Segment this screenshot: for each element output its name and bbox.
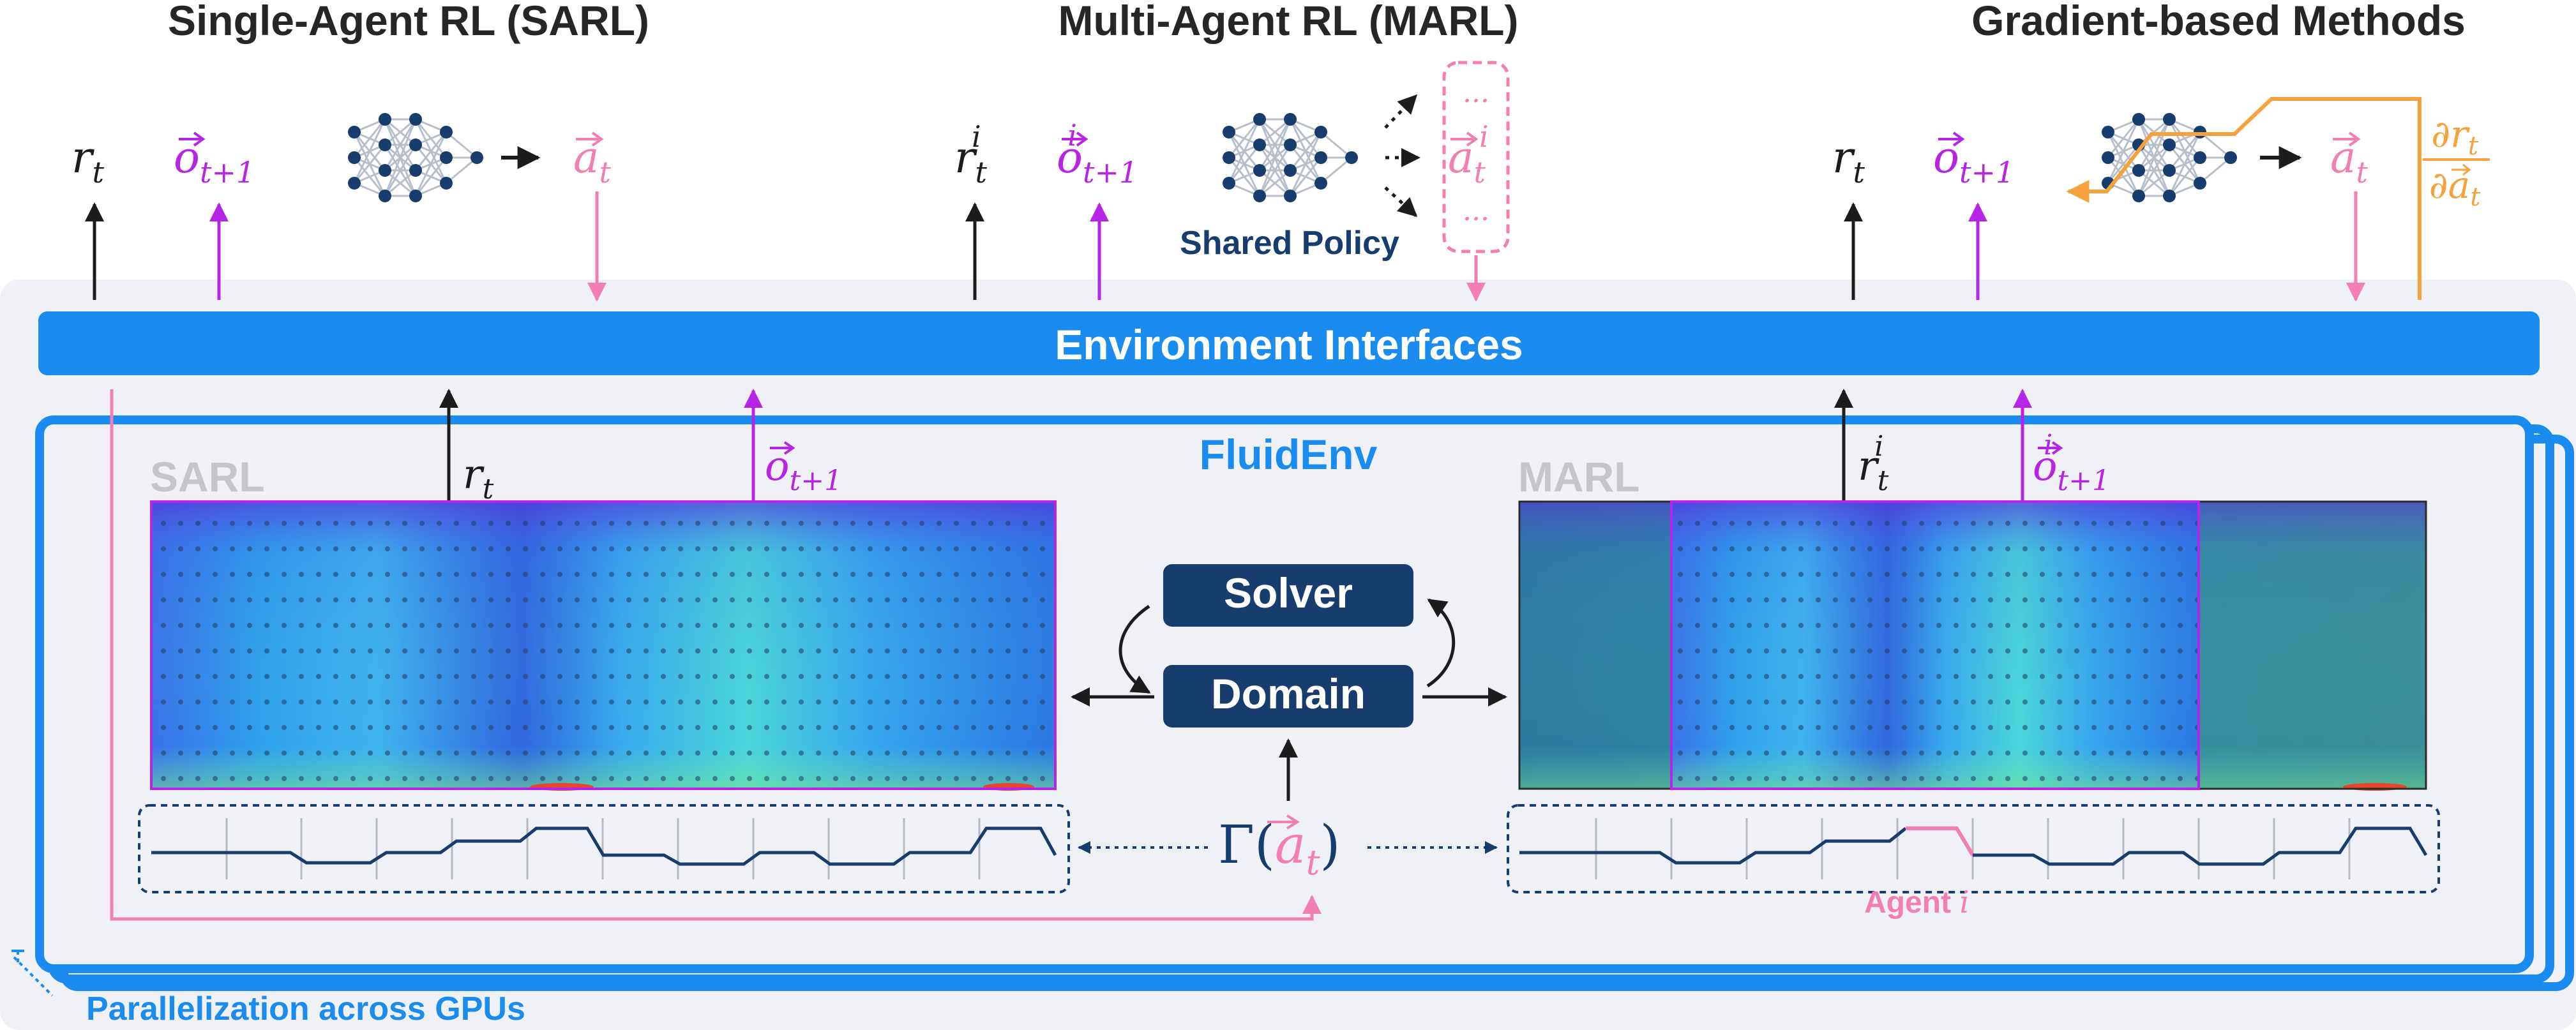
shared-policy-branch-arrow-up [1384,94,1418,129]
marl-env-reward-symbol: rti [1858,430,1889,497]
svg-text:∂rt: ∂rt [2431,112,2479,161]
parallelization-bracket [13,951,54,997]
shared-policy-network-icon [1221,112,1359,204]
grad-action-symbol: at [2330,133,2369,190]
sarl-action-symbol: at [573,133,612,190]
shared-policy-label: Shared Policy [1180,225,1399,262]
sarl-env-reward-symbol: rt [463,451,494,505]
sarl-top-group: rt ot+1 at [72,112,612,302]
agent-actions-ellipsis-top: ... [1463,77,1489,109]
sarl-boundary-profile [138,804,1070,893]
marl-top-group: rti ot+1i Shared Policy ... ati ... [954,61,1510,302]
sarl-flow-field [150,500,1057,791]
solver-box [1163,564,1413,627]
sarl-title: Single-Agent RL (SARL) [168,0,649,44]
gradient-top-group: rt ot+1 at ∂rt ∂at [1832,97,2490,302]
action-feedback-line [110,389,1322,921]
shared-policy-branch-arrow-down [1384,186,1418,218]
boundary-function-symbol: Γ(at) [1218,815,1340,883]
sarl-observation-symbol: ot+1 [174,133,255,190]
domain-to-solver-arrow [1426,598,1456,688]
environment-interfaces-label: Environment Interfaces [1055,321,1523,368]
parallelization-label: Parallelization across GPUs [86,990,525,1027]
marl-boundary-profile: Agent i [1507,804,2440,920]
grad-reward-symbol: rt [1832,133,1865,190]
marl-reward-symbol: rti [954,119,988,190]
agent-i-label: Agent i [1864,884,1970,920]
grad-observation-symbol: ot+1 [1933,133,2014,190]
gradient-methods-title: Gradient-based Methods [1971,0,2466,44]
agent-actions-box [1442,61,1510,253]
marl-flow-field [1518,500,2427,791]
marl-action-symbol: ati [1448,119,1489,190]
solver-label: Solver [1224,569,1353,616]
grad-policy-network-icon [2100,112,2238,204]
environment-interfaces-bar [38,311,2540,375]
sarl-panel-label: SARL [150,453,265,500]
marl-observation-symbol: ot+1i [1057,118,1138,190]
agent-i-profile-segment [1906,826,1975,856]
gradient-backprop-arrow [2066,97,2422,300]
sarl-env-observation-symbol: ot+1 [765,443,842,497]
marl-env-observation-symbol: ot+1i [2033,429,2110,497]
domain-label: Domain [1211,670,1366,717]
gradient-fraction: ∂rt ∂at [2423,112,2490,212]
sarl-policy-network-icon [347,112,485,204]
fluidenv-label: FluidEnv [1200,431,1378,478]
sarl-reward-symbol: rt [72,133,105,190]
marl-title: Multi-Agent RL (MARL) [1058,0,1519,44]
agent-actions-ellipsis-bottom: ... [1463,195,1489,227]
solver-to-domain-arrow [1119,604,1151,694]
domain-box [1163,665,1413,728]
marl-panel-label: MARL [1518,453,1640,500]
